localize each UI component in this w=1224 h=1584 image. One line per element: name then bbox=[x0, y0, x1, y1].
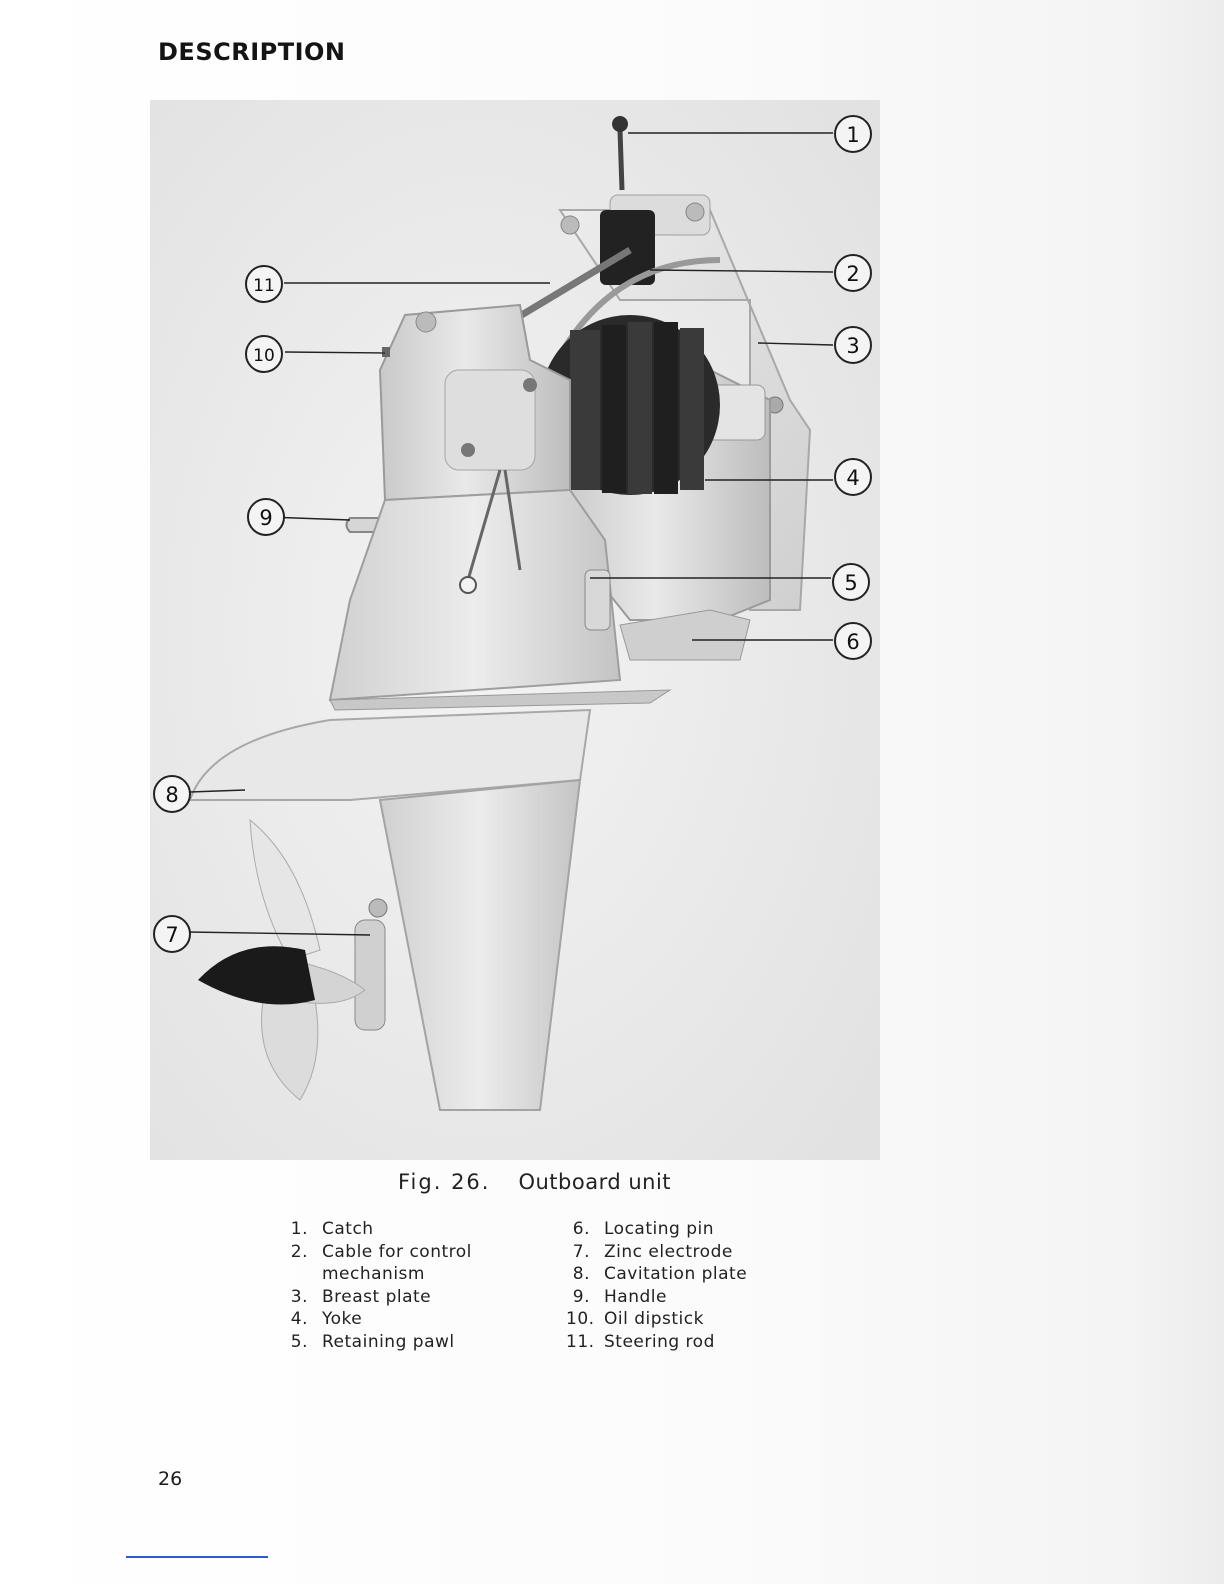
callout-9: 9 bbox=[248, 499, 284, 535]
legend-item: 8.Cavitation plate bbox=[566, 1263, 747, 1286]
footer-rule bbox=[126, 1556, 268, 1558]
catch bbox=[612, 116, 628, 132]
svg-text:6: 6 bbox=[846, 630, 859, 654]
svg-text:10: 10 bbox=[253, 346, 275, 366]
svg-text:1: 1 bbox=[846, 123, 859, 147]
figure-number: Fig. 26. bbox=[398, 1170, 490, 1194]
svg-text:8: 8 bbox=[165, 783, 178, 807]
svg-text:3: 3 bbox=[846, 334, 859, 358]
svg-text:7: 7 bbox=[165, 923, 178, 947]
zinc-electrode bbox=[355, 920, 385, 1030]
callout-3: 3 bbox=[835, 327, 871, 363]
legend-item-continued: mechanism bbox=[284, 1263, 472, 1286]
outboard-unit-illustration: 1 2 3 4 5 6 7 8 bbox=[150, 100, 880, 1160]
callout-2: 2 bbox=[835, 255, 871, 291]
svg-text:5: 5 bbox=[844, 571, 857, 595]
legend-item: 11.Steering rod bbox=[566, 1331, 747, 1354]
oil-dipstick bbox=[382, 347, 390, 357]
svg-text:9: 9 bbox=[259, 506, 272, 530]
legend-item: 5.Retaining pawl bbox=[284, 1331, 472, 1354]
legend-item: 6.Locating pin bbox=[566, 1218, 747, 1241]
callout-4: 4 bbox=[835, 459, 871, 495]
legend-right-column: 6.Locating pin 7.Zinc electrode 8.Cavita… bbox=[566, 1218, 747, 1354]
legend-item: 10.Oil dipstick bbox=[566, 1308, 747, 1331]
figure-title: Outboard unit bbox=[518, 1170, 671, 1194]
legend-item: 7.Zinc electrode bbox=[566, 1241, 747, 1264]
legend-item: 2.Cable for control bbox=[284, 1241, 472, 1264]
section-title: DESCRIPTION bbox=[158, 38, 346, 66]
legend-item: 3.Breast plate bbox=[284, 1286, 472, 1309]
retaining-pawl bbox=[585, 570, 610, 630]
page-number: 26 bbox=[158, 1468, 182, 1490]
callout-1: 1 bbox=[835, 116, 871, 152]
svg-text:2: 2 bbox=[846, 262, 859, 286]
svg-text:11: 11 bbox=[253, 276, 275, 296]
callout-5: 5 bbox=[833, 564, 869, 600]
callout-8: 8 bbox=[154, 776, 190, 812]
svg-text:4: 4 bbox=[846, 466, 859, 490]
legend-item: 1.Catch bbox=[284, 1218, 472, 1241]
callout-11: 11 bbox=[246, 266, 282, 302]
callout-7: 7 bbox=[154, 916, 190, 952]
figure-caption: Fig. 26. Outboard unit bbox=[398, 1170, 671, 1194]
callout-10: 10 bbox=[246, 336, 282, 372]
callout-6: 6 bbox=[835, 623, 871, 659]
legend-item: 9.Handle bbox=[566, 1286, 747, 1309]
legend-left-column: 1.Catch 2.Cable for control mechanism 3.… bbox=[284, 1218, 472, 1354]
legend-item: 4.Yoke bbox=[284, 1308, 472, 1331]
